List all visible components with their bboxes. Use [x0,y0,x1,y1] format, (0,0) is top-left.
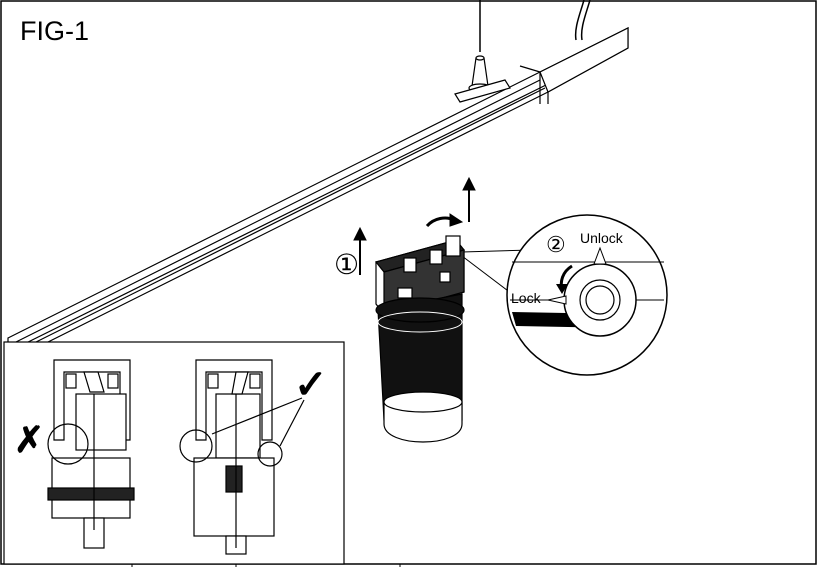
lock-label: Lock [511,290,542,306]
cables [479,0,591,52]
step-2-label: ② [546,232,566,257]
figure-title: FIG-1 [20,16,90,46]
wrong-mark-icon: ✗ [14,419,44,460]
zoom-circle [506,214,668,376]
unlock-label: Unlock [580,230,624,246]
suspension-cone [454,55,511,103]
step-1-label: ① [334,249,359,280]
track-adapter [374,235,466,315]
wrong-installation-detail [47,359,135,549]
check-mark-icon: ✓ [294,363,328,407]
correct-installation-detail [179,359,305,555]
spotlight-body [375,293,465,443]
up-arrows [353,176,476,275]
